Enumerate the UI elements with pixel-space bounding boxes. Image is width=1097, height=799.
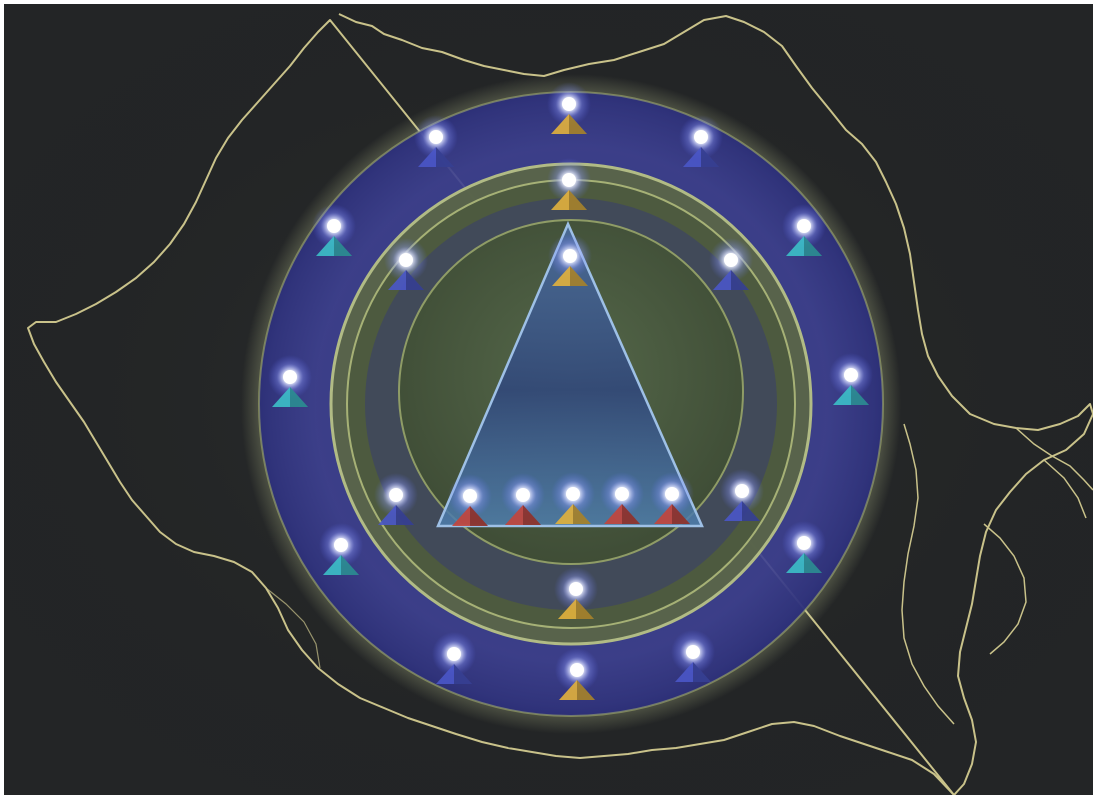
artwork-canvas: [4, 4, 1093, 795]
light-bulb: [797, 219, 811, 233]
light-bulb: [844, 368, 858, 382]
light-bulb: [327, 219, 341, 233]
light-bulb: [562, 97, 576, 111]
light-bulb: [694, 130, 708, 144]
light-bulb: [570, 663, 584, 677]
light-bulb: [447, 647, 461, 661]
light-bulb: [724, 253, 738, 267]
light-bulb: [283, 370, 297, 384]
light-bulb: [615, 487, 629, 501]
light-bulb: [399, 253, 413, 267]
light-bulb: [463, 489, 477, 503]
map-mandala-photo: [4, 4, 1093, 795]
light-bulb: [429, 130, 443, 144]
light-bulb: [562, 173, 576, 187]
light-bulb: [797, 536, 811, 550]
light-bulb: [389, 488, 403, 502]
light-bulb: [563, 249, 577, 263]
light-bulb: [686, 645, 700, 659]
light-bulb: [569, 582, 583, 596]
light-bulb: [566, 487, 580, 501]
light-bulb: [665, 487, 679, 501]
light-bulb: [334, 538, 348, 552]
light-bulb: [735, 484, 749, 498]
light-bulb: [516, 488, 530, 502]
